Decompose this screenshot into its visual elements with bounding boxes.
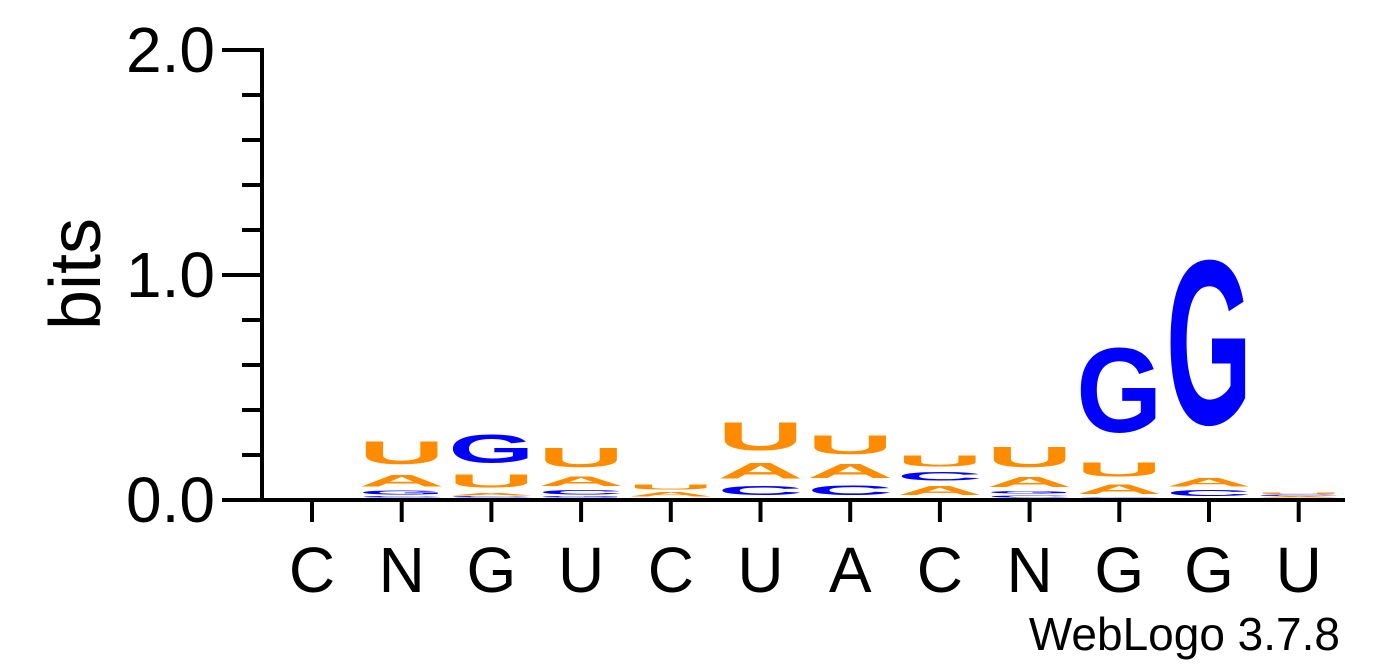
logo-letter-g: G [1166,211,1252,473]
logo-letter-a: A [1166,475,1252,489]
y-axis-label: bits [36,218,116,330]
logo-letter-g: G [538,496,624,498]
logo-letter-c: C [1166,489,1252,498]
x-tick-label: C [648,534,694,606]
x-tick-label: C [917,534,963,606]
logo-letter-u: U [987,441,1073,473]
logo-letter-a: A [359,471,445,490]
logo-letter-c: C [448,496,534,498]
logo-letter-a: A [538,473,624,489]
y-tick-label: 2.0 [126,14,215,86]
logo-letter-a: A [448,492,534,496]
logo-letter-a: A [718,459,804,484]
x-tick-label: G [1184,534,1234,606]
logo-letter-a: A [897,483,983,498]
logo-letter-g: G [359,490,445,496]
logo-letter-c: C [538,489,624,496]
logo-letter-g: G [448,426,534,471]
x-tick-label: N [1006,534,1052,606]
y-tick-label: 0.0 [126,464,215,536]
logo-letter-a: A [987,473,1073,490]
logo-letter-c: C [1256,494,1342,496]
logo-letter-a: A [628,491,714,498]
x-tick-label: G [1094,534,1144,606]
logo-letter-u: U [1076,459,1162,481]
logo-letter-a: A [807,460,893,482]
x-tick-label: G [467,534,517,606]
logo-letter-u: U [448,472,534,492]
logo-letter-u: U [807,430,893,460]
credit-label: WebLogo 3.7.8 [1029,608,1340,660]
y-tick-label: 1.0 [126,239,215,311]
x-tick-label: C [289,534,335,606]
logo-letter-c: C [807,482,893,498]
logo-letter-u: U [897,452,983,470]
logo-letter-g: G [987,490,1073,495]
x-tick-label: U [1276,534,1322,606]
logo-letter-c: C [1076,497,1162,498]
x-tick-label: A [829,534,872,606]
logo-letter-g: G [1076,323,1162,458]
logo-letter-u: U [1256,493,1342,495]
logo-letter-c: C [359,496,445,498]
logo-letter-u: U [359,435,445,471]
logo-letter-c: C [718,483,804,498]
logo-letter-c: C [897,470,983,484]
logo-letter-u: U [538,442,624,473]
logo-letter-u: U [628,483,714,491]
logo-letter-a: A [1256,496,1342,498]
logo-letter-a: A [1076,481,1162,497]
logo-letter-u: U [718,414,804,459]
x-tick-label: U [737,534,783,606]
x-tick-label: N [379,534,425,606]
logo-letter-c: C [987,495,1073,498]
y-axis-ticks: 0.0 1.0 2.0 [126,14,262,536]
x-tick-label: U [558,534,604,606]
